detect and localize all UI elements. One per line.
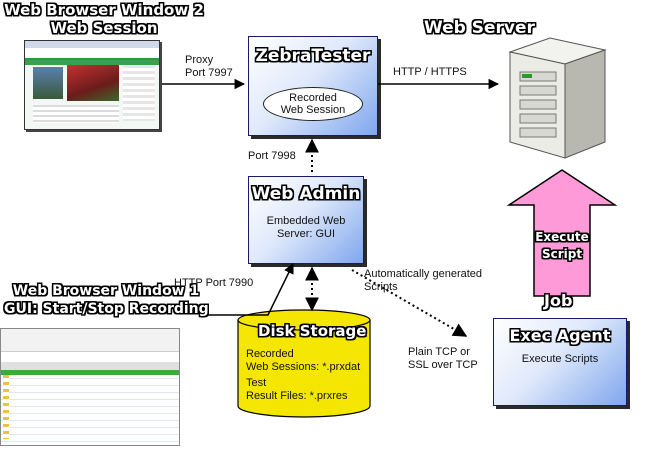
site-sidebar (123, 65, 155, 121)
disk-storage-line1: Recorded (246, 348, 294, 360)
disk-storage-text: Recorded Web Sessions: *.prxdat Test Res… (246, 348, 360, 402)
app-row-markers (3, 375, 9, 439)
browser-window-2-title-line1: Web Browser Window 2 (4, 1, 204, 19)
site-header (25, 48, 159, 60)
site-content-lines (33, 105, 119, 123)
recorded-session-oval: Recorded Web Session (263, 87, 363, 121)
job-arrow-text: Execute Script (535, 230, 589, 261)
exec-agent-subtitle: Execute Scripts (521, 353, 599, 365)
web-admin-subtitle: Embedded Web Server: GUI (266, 215, 346, 240)
proxy-label: Proxy Port 7997 (185, 54, 233, 79)
disk-storage-line4: Result Files: *.prxres (246, 389, 348, 402)
site-photo-main (67, 65, 119, 101)
site-nav (25, 60, 159, 65)
tcp-arrow (351, 269, 468, 337)
browser-window-1-title: Web Browser Window 1 GUI: Start/Stop Rec… (4, 282, 209, 318)
port-7998-label: Port 7998 (248, 150, 296, 162)
app-green-header (1, 370, 179, 375)
browser-window-2-title: Web Browser Window 2 Web Session (4, 1, 204, 37)
browser-window-1-screenshot (0, 328, 180, 446)
disk-storage-cylinder (237, 309, 371, 418)
auto-scripts-label: Automatically generated Scripts (364, 268, 483, 293)
app-toolbar (1, 329, 179, 352)
http-port-7990-label: HTTP Port 7990 (174, 277, 254, 289)
disk-storage-title: Disk Storage (258, 322, 367, 340)
zebratester-title: ZebraTester (255, 46, 371, 66)
site-photo-left (33, 67, 63, 99)
zebratester-box: ZebraTester Recorded Web Session (248, 36, 378, 136)
browser-window-2-screenshot (24, 40, 160, 130)
http-7990-arrow (208, 263, 294, 316)
web-admin-title: Web Admin (251, 184, 361, 204)
disk-storage-line3: Test (246, 377, 267, 389)
recorded-session-label: Recorded Web Session (280, 92, 346, 116)
browser-window-1-title-line1: Web Browser Window 1 (12, 283, 200, 299)
web-server-title: Web Server (424, 18, 535, 38)
exec-agent-box: Exec Agent Execute Scripts (493, 318, 627, 406)
web-server-illustration (508, 37, 607, 159)
app-header-bar (1, 362, 179, 370)
job-execute-arrow (506, 169, 618, 297)
disk-storage-line2: Web Sessions: *.prxdat (246, 360, 361, 373)
web-admin-box: Web Admin Embedded Web Server: GUI (248, 176, 364, 264)
plain-tcp-label: Plain TCP or SSL over TCP (408, 346, 478, 371)
exec-agent-title: Exec Agent (509, 326, 611, 345)
app-table-rows (1, 375, 179, 445)
http-https-label: HTTP / HTTPS (393, 66, 467, 78)
browser-titlebar (25, 41, 159, 48)
browser-window-2-title-line2: Web Session (50, 19, 158, 37)
browser-window-1-title-line2: GUI: Start/Stop Recording (4, 301, 209, 317)
job-label: Job (544, 291, 573, 310)
